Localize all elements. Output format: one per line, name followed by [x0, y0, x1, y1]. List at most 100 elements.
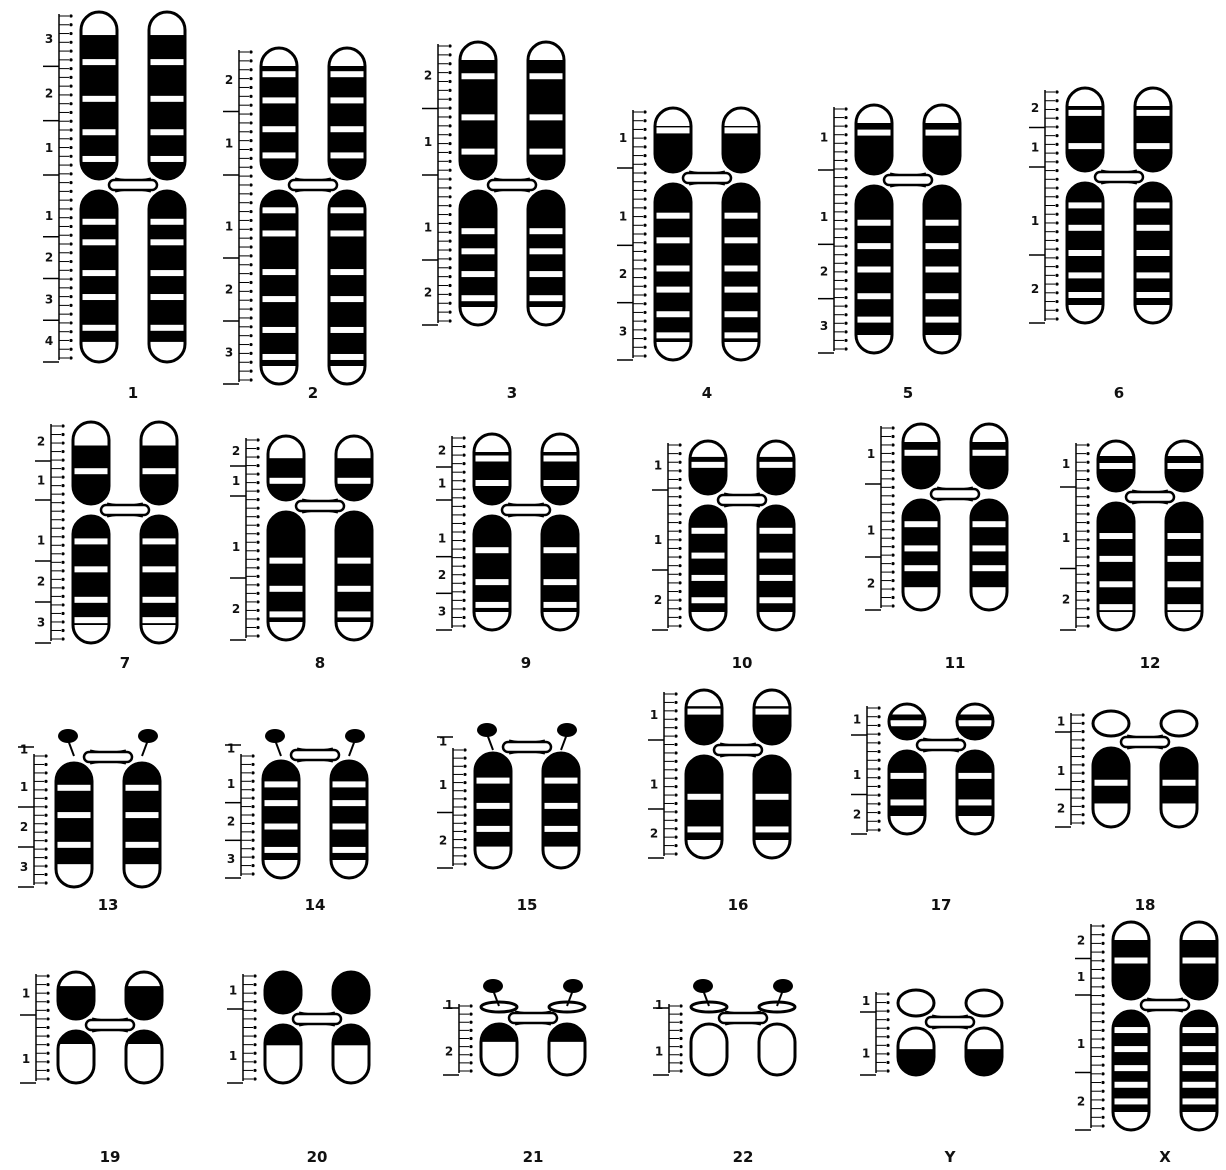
- band-tick-dot: [891, 604, 894, 607]
- q-band: [1113, 1098, 1149, 1104]
- band-tick-dot: [679, 1045, 682, 1048]
- p-telomere: [141, 422, 177, 440]
- q-band: [1166, 556, 1202, 562]
- band-tick-dot: [462, 505, 465, 508]
- p-band-dark: [126, 1000, 162, 1019]
- q-band: [971, 565, 1007, 571]
- band-tick-dot: [69, 58, 72, 61]
- band-tick-dot: [1101, 1011, 1104, 1014]
- q-band-dark: [481, 1024, 517, 1042]
- band-tick-dot: [643, 215, 646, 218]
- p-telomere: [690, 441, 726, 457]
- band-tick-dot: [877, 715, 880, 718]
- chromosome-label: X: [1159, 1148, 1171, 1166]
- band-tick-dot: [1101, 1037, 1104, 1040]
- chromosome-x: 2112X: [1075, 922, 1217, 1166]
- region-label: 1: [853, 768, 861, 782]
- centromere: [1126, 492, 1174, 502]
- q-band: [1135, 250, 1171, 256]
- band-tick-dot: [1081, 763, 1084, 766]
- band-tick-dot: [256, 583, 259, 586]
- band-tick-dot: [643, 337, 646, 340]
- band-tick-dot: [1101, 1090, 1104, 1093]
- band-tick-dot: [46, 992, 49, 995]
- q-arm: [81, 191, 117, 362]
- band-tick-dot: [1081, 722, 1084, 725]
- band-tick-dot: [678, 512, 681, 515]
- band-tick-dot: [643, 137, 646, 140]
- p-telomere: [758, 441, 794, 457]
- p-telomere: [1135, 88, 1171, 106]
- band-tick-dot: [61, 595, 64, 598]
- chromatid: [481, 979, 517, 1075]
- p-telomere: [336, 436, 372, 454]
- band-tick-dot: [1101, 1081, 1104, 1084]
- q-band: [1113, 1082, 1149, 1088]
- p-band: [268, 452, 304, 458]
- q-telomere: [889, 816, 925, 834]
- region-label: 1: [45, 141, 53, 155]
- region-label: 1: [655, 998, 663, 1012]
- band-tick-dot: [886, 1052, 889, 1055]
- band-tick-dot: [891, 537, 894, 540]
- q-arm: [690, 506, 726, 630]
- q-telomere: [903, 592, 939, 610]
- band-tick-dot: [69, 199, 72, 202]
- band-tick-dot: [674, 785, 677, 788]
- band-tick-dot: [674, 852, 677, 855]
- chromosome-12: 11212: [1060, 441, 1202, 672]
- band-tick-dot: [674, 760, 677, 763]
- chromatid: [549, 979, 585, 1075]
- chromosome-label: 11: [945, 654, 966, 672]
- q-band: [686, 794, 722, 800]
- chromosome-4: 11234: [617, 108, 759, 402]
- band-tick-dot: [674, 726, 677, 729]
- band-tick-dot: [1055, 221, 1058, 224]
- band-tick-dot: [448, 62, 451, 65]
- band-tick-dot: [1055, 274, 1058, 277]
- band-tick-dot: [844, 245, 847, 248]
- q-band: [723, 265, 759, 271]
- region-label: 1: [227, 742, 235, 756]
- q-band: [655, 265, 691, 271]
- q-telomere: [124, 869, 160, 887]
- chromosome-label: 15: [517, 896, 538, 914]
- band-tick-dot: [249, 316, 252, 319]
- chromatid: [1166, 441, 1202, 630]
- band-tick-dot: [877, 750, 880, 753]
- band-tick-dot: [1086, 469, 1089, 472]
- band-tick-dot: [462, 436, 465, 439]
- band-tick-dot: [643, 267, 646, 270]
- region-label: 1: [229, 1049, 237, 1063]
- band-tick-dot: [1081, 747, 1084, 750]
- region-label: 1: [225, 220, 233, 234]
- q-band: [261, 354, 297, 360]
- band-tick-dot: [678, 616, 681, 619]
- q-band: [474, 602, 510, 608]
- region-label: 1: [1057, 764, 1065, 778]
- band-tick-dot: [679, 1037, 682, 1040]
- band-tick-dot: [256, 626, 259, 629]
- band-tick-dot: [44, 814, 47, 817]
- band-tick-dot: [251, 830, 254, 833]
- q-telomere: [331, 860, 367, 878]
- band-tick-dot: [253, 1043, 256, 1046]
- band-tick-dot: [891, 469, 894, 472]
- chromosome-label: 14: [305, 896, 326, 914]
- band-tick-dot: [69, 207, 72, 210]
- band-tick-dot: [1101, 1116, 1104, 1119]
- band-tick-dot: [844, 279, 847, 282]
- p-band: [336, 478, 372, 484]
- band-tick-dot: [844, 219, 847, 222]
- chromatid: [903, 424, 939, 610]
- region-label: 3: [37, 616, 45, 630]
- band-tick-dot: [1086, 530, 1089, 533]
- band-tick-dot: [462, 607, 465, 610]
- region-label: 1: [853, 713, 861, 727]
- band-tick-dot: [844, 296, 847, 299]
- band-tick-dot: [891, 503, 894, 506]
- band-tick-dot: [448, 142, 451, 145]
- p-telomere: [924, 105, 960, 123]
- band-tick-dot: [643, 354, 646, 357]
- region-label: 2: [650, 827, 658, 841]
